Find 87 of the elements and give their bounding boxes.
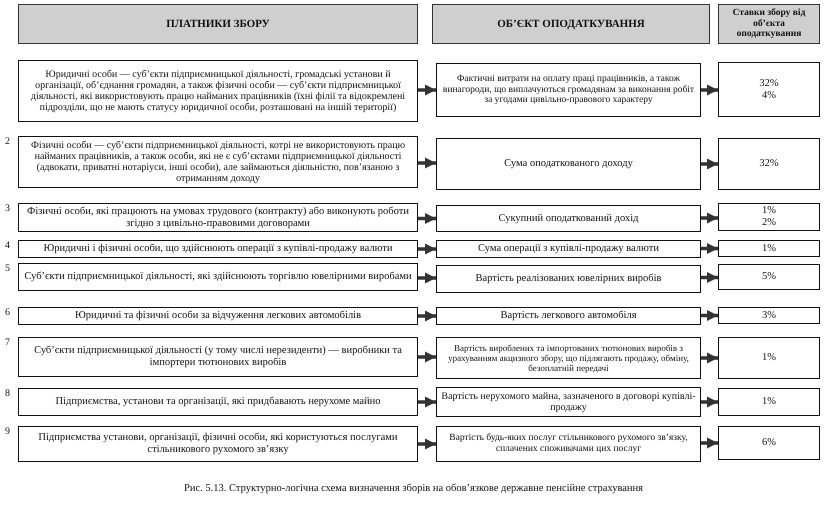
arrow <box>701 84 718 96</box>
payer-box <box>18 136 418 188</box>
box-text: 1% <box>762 352 776 364</box>
box-text: Вартість вироблених та імпортованих тютюнових виробів з урахуванням акцизного збору, що підлягають продажу, обміну, безоплатній передачі <box>447 342 690 374</box>
payer-box <box>18 426 418 462</box>
arrow <box>418 438 436 450</box>
box-text: Юридичні і фізичні особи, що здійснюють операції з купівлі-продажу валюти <box>44 243 392 255</box>
box-text: Сума операції з купівлі-продажу валюти <box>478 243 659 255</box>
box-text: Фактичні витрати на оплату праці працівників, а також винагороди, що виплачуються громадянам за виконання робіт за угодами цивільно-правового характеру <box>442 74 696 106</box>
box-text: 5% <box>762 271 776 283</box>
payer-box <box>18 263 418 291</box>
tax-object-box <box>436 138 701 190</box>
rate-box <box>718 62 820 117</box>
arrow <box>701 352 718 364</box>
box-text: Підприємства установи, організації, фізичні особи, які користуються послугами стільникового рухомого зв’язку <box>37 432 399 456</box>
rate-box <box>718 203 820 231</box>
header-text: ПЛАТНИКИ ЗБОРУ <box>166 18 270 30</box>
row-number: 7 <box>5 337 10 348</box>
row-number: 9 <box>5 426 10 437</box>
rate-box <box>718 307 820 324</box>
arrow <box>418 396 436 408</box>
box-text: Вартість легкового автомобіля <box>500 310 637 322</box>
box-text: Вартість будь-яких послуг стільникового рухомого зв’язку, сплачених споживачами цих послуг <box>448 433 689 455</box>
tax-object-box <box>436 63 701 117</box>
tax-object-box <box>436 337 701 379</box>
row-number: 8 <box>5 388 10 399</box>
tax-object-box <box>436 387 701 417</box>
payer-box <box>18 337 418 377</box>
rate-box <box>718 264 820 290</box>
box-text: Підприємства, установи та організації, які придбавають нерухоме майно <box>55 396 381 408</box>
arrow <box>701 158 718 170</box>
box-text: Фізичні особи, які працюють на умовах трудового (контракту) або виконують роботи згідно з цивільно-правовими договорами <box>26 206 410 230</box>
box-text: Сукупний оподаткований дохід <box>498 212 639 224</box>
box-text: 1% 2% <box>761 205 777 229</box>
arrow <box>701 310 718 322</box>
tax-object-box <box>436 265 701 293</box>
rate-box <box>718 388 820 416</box>
column-header <box>718 4 820 44</box>
header-text: ОБ’ЄКТ ОПОДАТКУВАННЯ <box>497 18 645 30</box>
box-text: Суб’єкти підприємницької діяльності, які здійснюють торгівлю ювелірними виробами <box>24 271 412 283</box>
column-header <box>18 4 418 44</box>
arrow <box>418 310 436 322</box>
row-number: 2 <box>5 136 10 147</box>
rate-box <box>718 426 820 460</box>
box-text: 32% 4% <box>758 78 780 102</box>
box-text: Фізичні особи — суб’єкти підприємницької діяльності, котрі не використовують працю найманих працівників, а також особи, які не є суб’єктами підприємницької діяльності (адвокати, приватні нотаріуси, інші особи), але займаються діяльністю, пов’язаною з отриманням доходу <box>30 140 406 184</box>
row-number: 5 <box>5 263 10 274</box>
figure-caption: Рис. 5.13. Структурно-логічна схема визначення зборів на обов’язкове державне пенсійне страхування <box>183 483 644 494</box>
arrow <box>418 84 436 96</box>
tax-object-box <box>436 307 701 325</box>
box-text: 1% <box>762 242 776 254</box>
rate-box <box>718 240 820 257</box>
arrow <box>701 272 718 284</box>
row-number: 4 <box>5 240 10 251</box>
row-number: 6 <box>5 307 10 318</box>
arrow <box>701 437 718 449</box>
arrow <box>701 396 718 408</box>
box-text: 3% <box>762 310 776 322</box>
column-header <box>432 4 710 44</box>
box-text: 32% <box>759 158 779 170</box>
arrow <box>418 212 436 224</box>
payer-box <box>18 307 418 325</box>
rate-box <box>718 138 820 190</box>
tax-object-box <box>436 426 701 462</box>
box-text: Вартість нерухомого майна, зазначеного в договорі купівлі-продажу <box>441 390 696 414</box>
arrow <box>418 351 436 363</box>
payer-box <box>18 203 418 232</box>
arrow <box>701 212 718 224</box>
arrow <box>701 242 718 254</box>
payer-box <box>18 388 418 416</box>
arrow <box>418 272 436 284</box>
box-text: 6% <box>762 437 776 449</box>
tax-object-box <box>436 240 701 258</box>
box-text: Вартість реалізованих ювелірних виробів <box>475 273 662 285</box>
box-text: Юридичні та фізичні особи за відчуження легкових автомобілів <box>74 310 362 322</box>
arrow <box>418 243 436 255</box>
header-text: Ставки збору від об’єкта оподаткування <box>732 8 806 40</box>
arrow <box>418 157 436 169</box>
payer-box <box>18 240 418 258</box>
row-number: 3 <box>5 203 10 214</box>
box-text: Сума оподаткованого доходу <box>504 158 633 170</box>
box-text: Суб’єкти підприємницької діяльності (у тому числі нерезиденти) — виробники та імпортери тютюнових виробів <box>33 345 403 369</box>
box-text: 1% <box>762 396 776 408</box>
tax-object-box <box>436 205 701 232</box>
box-text: Юридичні особи — суб’єкти підприємницької діяльності, громадські установи й організації, об’єднання громадян, а також фізичні особи — суб’єкти підприємницької діяльності, які використовують працю найманих працівників (їхні філії та відокремлені підрозділи, що не мають статусу юридичної особи, розташовані на іншій території) <box>30 68 406 114</box>
payer-box <box>18 60 418 122</box>
rate-box <box>718 337 820 379</box>
